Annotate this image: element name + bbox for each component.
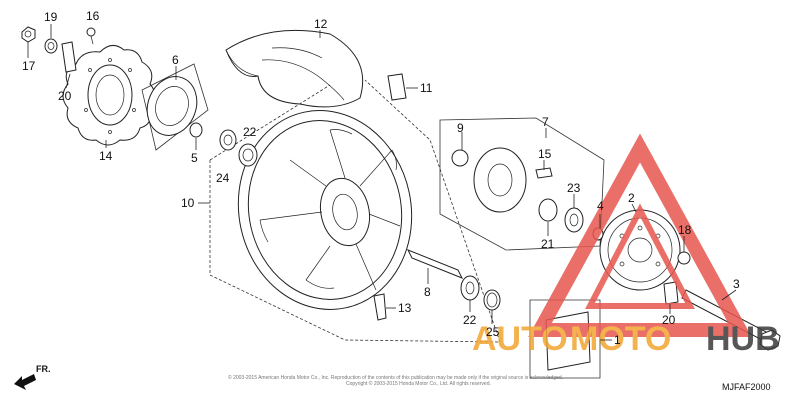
small-fasteners-left xyxy=(21,26,96,73)
tire-valve xyxy=(373,293,387,321)
diagram-code: MJFAF2000 xyxy=(722,382,771,392)
callout-8: 8 xyxy=(424,285,431,299)
watermark-text-auto: AUTO xyxy=(472,320,568,358)
callout-7: 7 xyxy=(542,115,549,129)
callout-11: 11 xyxy=(420,81,433,95)
wheel-assembly-outline xyxy=(209,79,501,343)
callout-20-left: 20 xyxy=(58,89,72,103)
direction-label: FR. xyxy=(36,364,51,374)
callout-10: 10 xyxy=(181,196,195,210)
callout-12: 12 xyxy=(314,17,328,31)
collar xyxy=(189,122,203,138)
callout-14: 14 xyxy=(99,149,113,163)
callout-3: 3 xyxy=(733,277,740,291)
copyright-line-2: Copyright © 2003-2015 Honda Motor Co., L… xyxy=(346,380,491,387)
callout-25: 25 xyxy=(486,325,500,339)
callout-numbers: 17 19 16 20 14 6 5 12 11 22 24 10 13 8 2… xyxy=(22,9,740,347)
callout-1: 1 xyxy=(614,333,621,347)
axle-sleeve xyxy=(406,249,501,311)
tire xyxy=(225,29,364,108)
pulser-ring-assembly xyxy=(141,63,209,151)
callout-23: 23 xyxy=(567,181,581,195)
watermark-logo: AUTO MOTO HUB xyxy=(472,133,780,358)
watermark-text-moto: MOTO xyxy=(570,320,671,358)
callout-9: 9 xyxy=(457,121,464,135)
watermark-text-hub: HUB xyxy=(706,320,780,358)
bearings-left xyxy=(219,129,258,167)
callout-18: 18 xyxy=(678,223,692,237)
callout-5: 5 xyxy=(191,151,198,165)
callout-17: 17 xyxy=(22,59,36,73)
leader-lines xyxy=(27,24,737,341)
callout-15: 15 xyxy=(538,147,552,161)
callout-21: 21 xyxy=(541,237,555,251)
callout-6: 6 xyxy=(172,53,179,67)
callout-24: 24 xyxy=(216,171,230,185)
wheel xyxy=(237,110,413,310)
brake-disc xyxy=(62,45,156,146)
callout-16: 16 xyxy=(86,9,100,23)
callout-22-lower: 22 xyxy=(463,313,477,327)
copyright-notice: © 2003-2015 American Honda Motor Co., In… xyxy=(228,374,563,387)
copyright-line-1: © 2003-2015 American Honda Motor Co., In… xyxy=(228,374,563,381)
callout-20-right: 20 xyxy=(662,313,676,327)
callout-19: 19 xyxy=(44,10,58,24)
callout-13: 13 xyxy=(398,301,412,315)
balance-weight-clip xyxy=(387,73,407,101)
direction-arrow-icon xyxy=(14,374,36,390)
callout-2: 2 xyxy=(628,191,635,205)
callout-4: 4 xyxy=(597,199,604,213)
callout-22-upper: 22 xyxy=(243,125,257,139)
sprocket xyxy=(592,209,691,305)
front-direction-indicator: FR. xyxy=(14,364,51,390)
